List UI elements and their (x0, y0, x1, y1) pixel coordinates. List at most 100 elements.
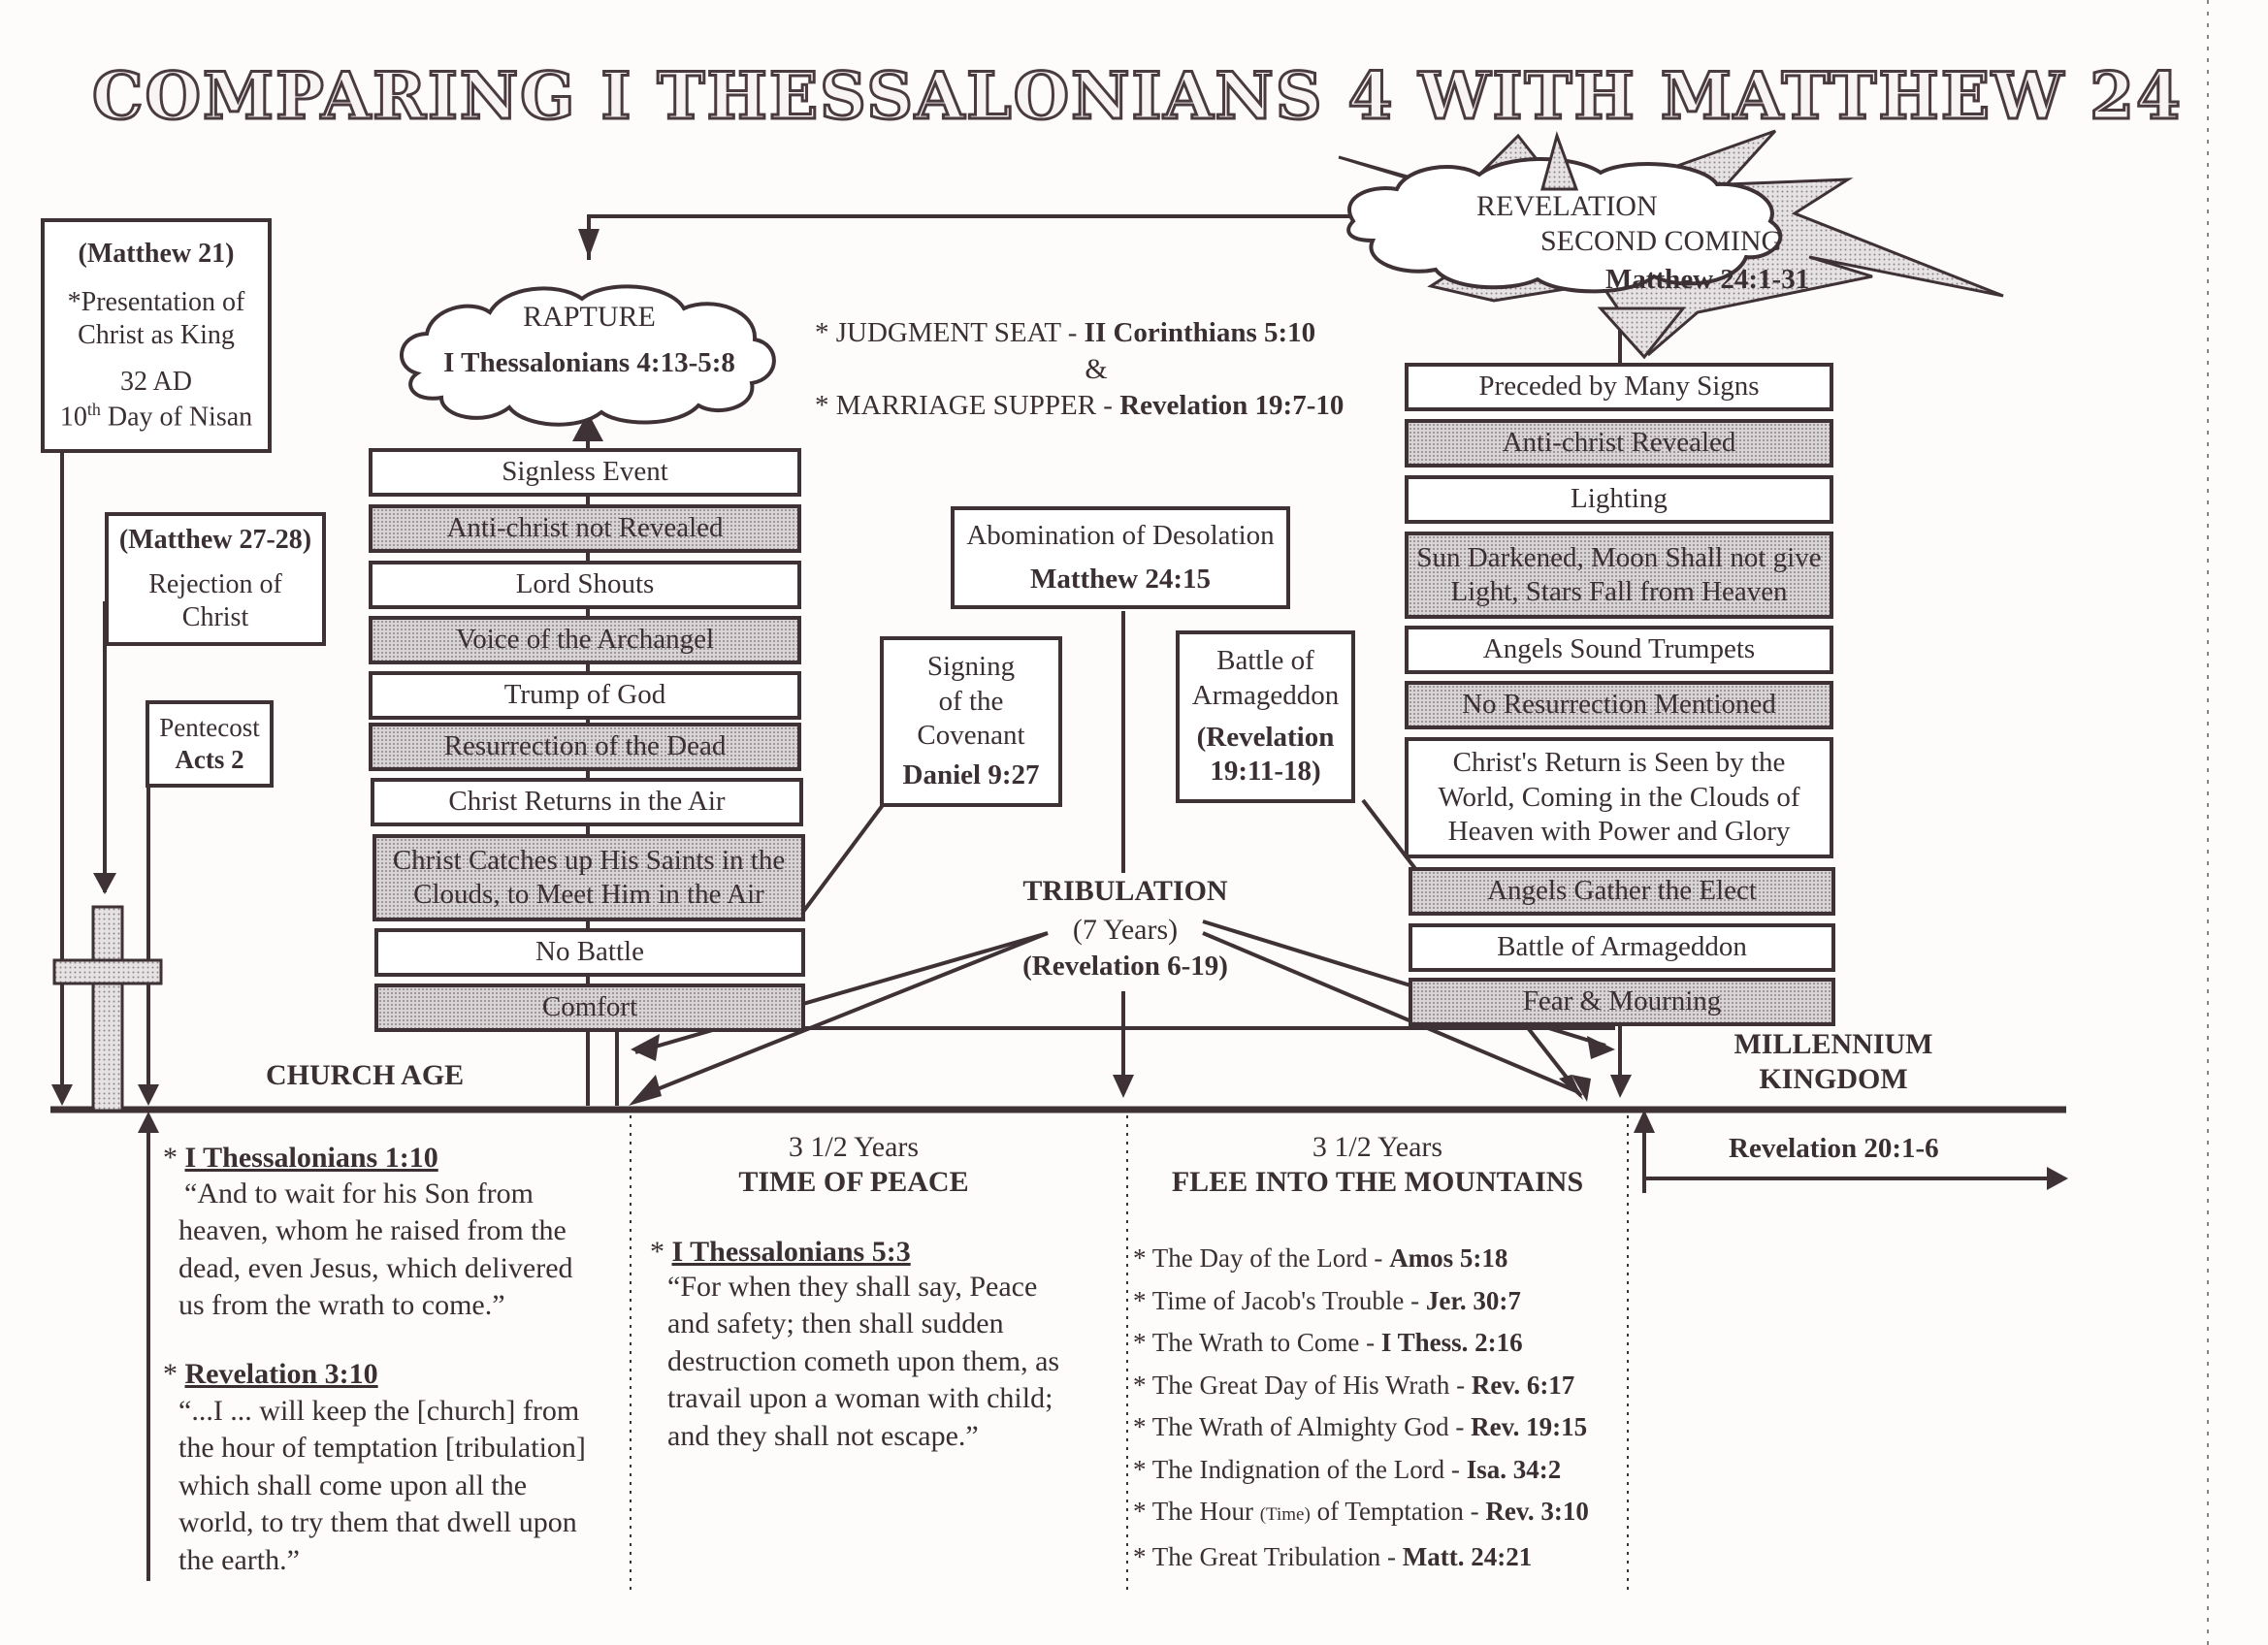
tribulation-title: TRIBULATION (1022, 875, 1228, 907)
matthew21-ref: (Matthew 21) (78, 238, 235, 269)
armageddon-ref2: 19:11-18) (1210, 756, 1321, 788)
list-item-ref: Matt. 24:21 (1402, 1541, 1533, 1571)
judgment-line2: * MARRIAGE SUPPER - Revelation 19:7-10 (815, 388, 1344, 424)
pentecost-line1: Pentecost (159, 713, 260, 743)
col3-list-item: * The Day of the Lord - Amos 5:18 (1133, 1243, 1508, 1273)
marriage-ref: Revelation 19:7-10 (1119, 390, 1345, 421)
col3-list-item: * The Great Day of His Wrath - Rev. 6:17 (1133, 1370, 1575, 1400)
rapture-ref: I Thessalonians 4:13-5:8 (443, 347, 735, 378)
sc-item-3: Sun Darkened, Moon Shall not give Light,… (1405, 532, 1833, 619)
col1-quote2: “...I ... will keep the [church] from th… (178, 1395, 586, 1576)
abomination-box: Abomination of Desolation Matthew 24:15 (951, 506, 1290, 609)
matthew27-line1: Rejection of (148, 568, 282, 599)
sc-item-8: Battle of Armageddon (1409, 923, 1835, 972)
matthew27-ref: (Matthew 27-28) (118, 524, 312, 555)
col3-list-item: * Time of Jacob's Trouble - Jer. 30:7 (1133, 1285, 1521, 1315)
connector-revelation-rapture (587, 214, 1358, 260)
revelation-cloud (1346, 157, 1783, 294)
armageddon-line2: Armageddon (1191, 679, 1340, 711)
list-item-text2: of Temptation - (1310, 1497, 1486, 1526)
list-item-text: The Wrath of Almighty God - (1151, 1412, 1472, 1441)
col2-quote: “For when they shall say, Peace and safe… (667, 1271, 1060, 1452)
matthew21-line1: *Presentation of (67, 287, 245, 318)
col2-ref: * I Thessalonians 5:3 (650, 1236, 911, 1268)
col2-ref-text: I Thessalonians 5:3 (671, 1236, 911, 1268)
covenant-box: Signing of the Covenant Daniel 9:27 (880, 636, 1062, 807)
col1-ref2: * Revelation 3:10 (163, 1358, 378, 1390)
matthew21-box: (Matthew 21) *Presentation of Christ as … (41, 218, 272, 453)
rapture-title: RAPTURE (523, 301, 656, 333)
sc-item-1: Anti-christ Revealed (1405, 419, 1833, 468)
matthew21-year: 32 AD (120, 367, 192, 398)
millennium-label-1: MILLENNIUM (1733, 1028, 1933, 1060)
marriage-label: * MARRIAGE SUPPER - (815, 390, 1120, 421)
revelation-line1: REVELATION (1476, 190, 1658, 222)
matthew27-line2: Christ (181, 602, 249, 633)
millennium-ref: Revelation 20:1-6 (1729, 1133, 1939, 1164)
list-item-text: The Indignation of the Lord - (1151, 1454, 1467, 1484)
day-number: 10 (59, 401, 87, 432)
sc-item-2: Lighting (1405, 475, 1833, 524)
page-title: COMPARING I THESSALONIANS 4 WITH MATTHEW… (91, 57, 2183, 136)
sc-item-9: Fear & Mourning (1409, 978, 1835, 1026)
col3-list-item: * The Wrath to Come - I Thess. 2:16 (1133, 1328, 1523, 1357)
list-item-text: The Hour (1151, 1497, 1260, 1526)
list-item-ref: Rev. 19:15 (1471, 1412, 1588, 1441)
col1-ref2-text: Revelation 3:10 (184, 1358, 378, 1390)
covenant-line3: Covenant (917, 720, 1025, 751)
list-item-ref: I Thess. 2:16 (1380, 1328, 1523, 1357)
day-rest: Day of Nisan (100, 401, 253, 432)
matthew21-line2: Christ as King (78, 320, 235, 351)
pentecost-line2: Acts 2 (175, 745, 244, 774)
list-item-ref: Jer. 30:7 (1425, 1285, 1521, 1315)
rapture-item-6: Christ Returns in the Air (371, 778, 803, 826)
sc-item-6: Christ's Return is Seen by the World, Co… (1405, 737, 1833, 858)
list-item-text: The Great Day of His Wrath - (1151, 1370, 1472, 1400)
judgment-line1: * JUDGMENT SEAT - II Corinthians 5:10 (815, 315, 1315, 351)
col3-list-item: * The Hour (Time) of Temptation - Rev. 3… (1133, 1497, 1589, 1526)
list-item-text: The Day of the Lord - (1151, 1243, 1390, 1273)
millennium-label-2: KINGDOM (1759, 1063, 1908, 1095)
col1-ref1-text: I Thessalonians 1:10 (184, 1142, 438, 1174)
rapture-item-9: Comfort (374, 984, 805, 1032)
judgment-label: * JUDGMENT SEAT - (815, 317, 1085, 348)
list-item-text: Time of Jacob's Trouble - (1151, 1285, 1426, 1315)
church-age-label: CHURCH AGE (266, 1059, 465, 1091)
list-item-ref: Rev. 3:10 (1485, 1497, 1589, 1526)
rapture-item-1: Anti-christ not Revealed (369, 504, 801, 553)
col3-list-item: * The Wrath of Almighty God - Rev. 19:15 (1133, 1412, 1588, 1441)
rapture-cloud (400, 284, 776, 427)
tribulation-ref: (Revelation 6-19) (1022, 951, 1228, 982)
rapture-item-0: Signless Event (369, 448, 801, 497)
armageddon-line1: Battle of (1216, 645, 1314, 677)
sc-item-0: Preceded by Many Signs (1405, 363, 1833, 411)
judgment-ref: II Corinthians 5:10 (1084, 317, 1316, 348)
armageddon-ref1: (Revelation (1196, 722, 1335, 753)
rapture-item-3: Voice of the Archangel (369, 616, 801, 664)
col3-list: * The Day of the Lord - Amos 5:18 * Time… (1133, 1238, 1589, 1578)
sc-item-5: No Resurrection Mentioned (1405, 681, 1833, 729)
col3-list-item: * The Great Tribulation - Matt. 24:21 (1133, 1541, 1533, 1571)
list-item-ref: Amos 5:18 (1389, 1243, 1508, 1273)
list-item-ref: Rev. 6:17 (1471, 1370, 1575, 1400)
sc-item-4: Angels Sound Trumpets (1405, 626, 1833, 674)
col3-heading: FLEE INTO THE MOUNTAINS (1171, 1166, 1584, 1198)
revelation-line2: SECOND COMING (1540, 225, 1783, 257)
covenant-ref: Daniel 9:27 (902, 759, 1040, 791)
covenant-line1: Signing (926, 651, 1016, 683)
matthew27-box: (Matthew 27-28) Rejection of Christ (105, 512, 326, 646)
abomination-ref: Matthew 24:15 (1029, 564, 1212, 595)
judgment-amp: & (1085, 353, 1108, 385)
list-item-ref: Isa. 34:2 (1466, 1454, 1562, 1484)
tribulation-years: (7 Years) (1072, 914, 1179, 946)
list-item-small: (Time) (1259, 1504, 1311, 1525)
rapture-item-7: Christ Catches up His Saints in the Clou… (373, 834, 805, 921)
list-item-text: The Great Tribulation - (1151, 1541, 1403, 1571)
matthew21-day: 10th Day of Nisan (60, 400, 252, 434)
revelation-ref: Matthew 24:1-31 (1605, 264, 1810, 295)
sc-item-7: Angels Gather the Elect (1409, 867, 1835, 916)
cross-icon (52, 905, 163, 1113)
list-item-text: The Wrath to Come - (1151, 1328, 1381, 1357)
covenant-line2: of the (938, 685, 1004, 717)
rapture-item-5: Resurrection of the Dead (369, 723, 801, 771)
